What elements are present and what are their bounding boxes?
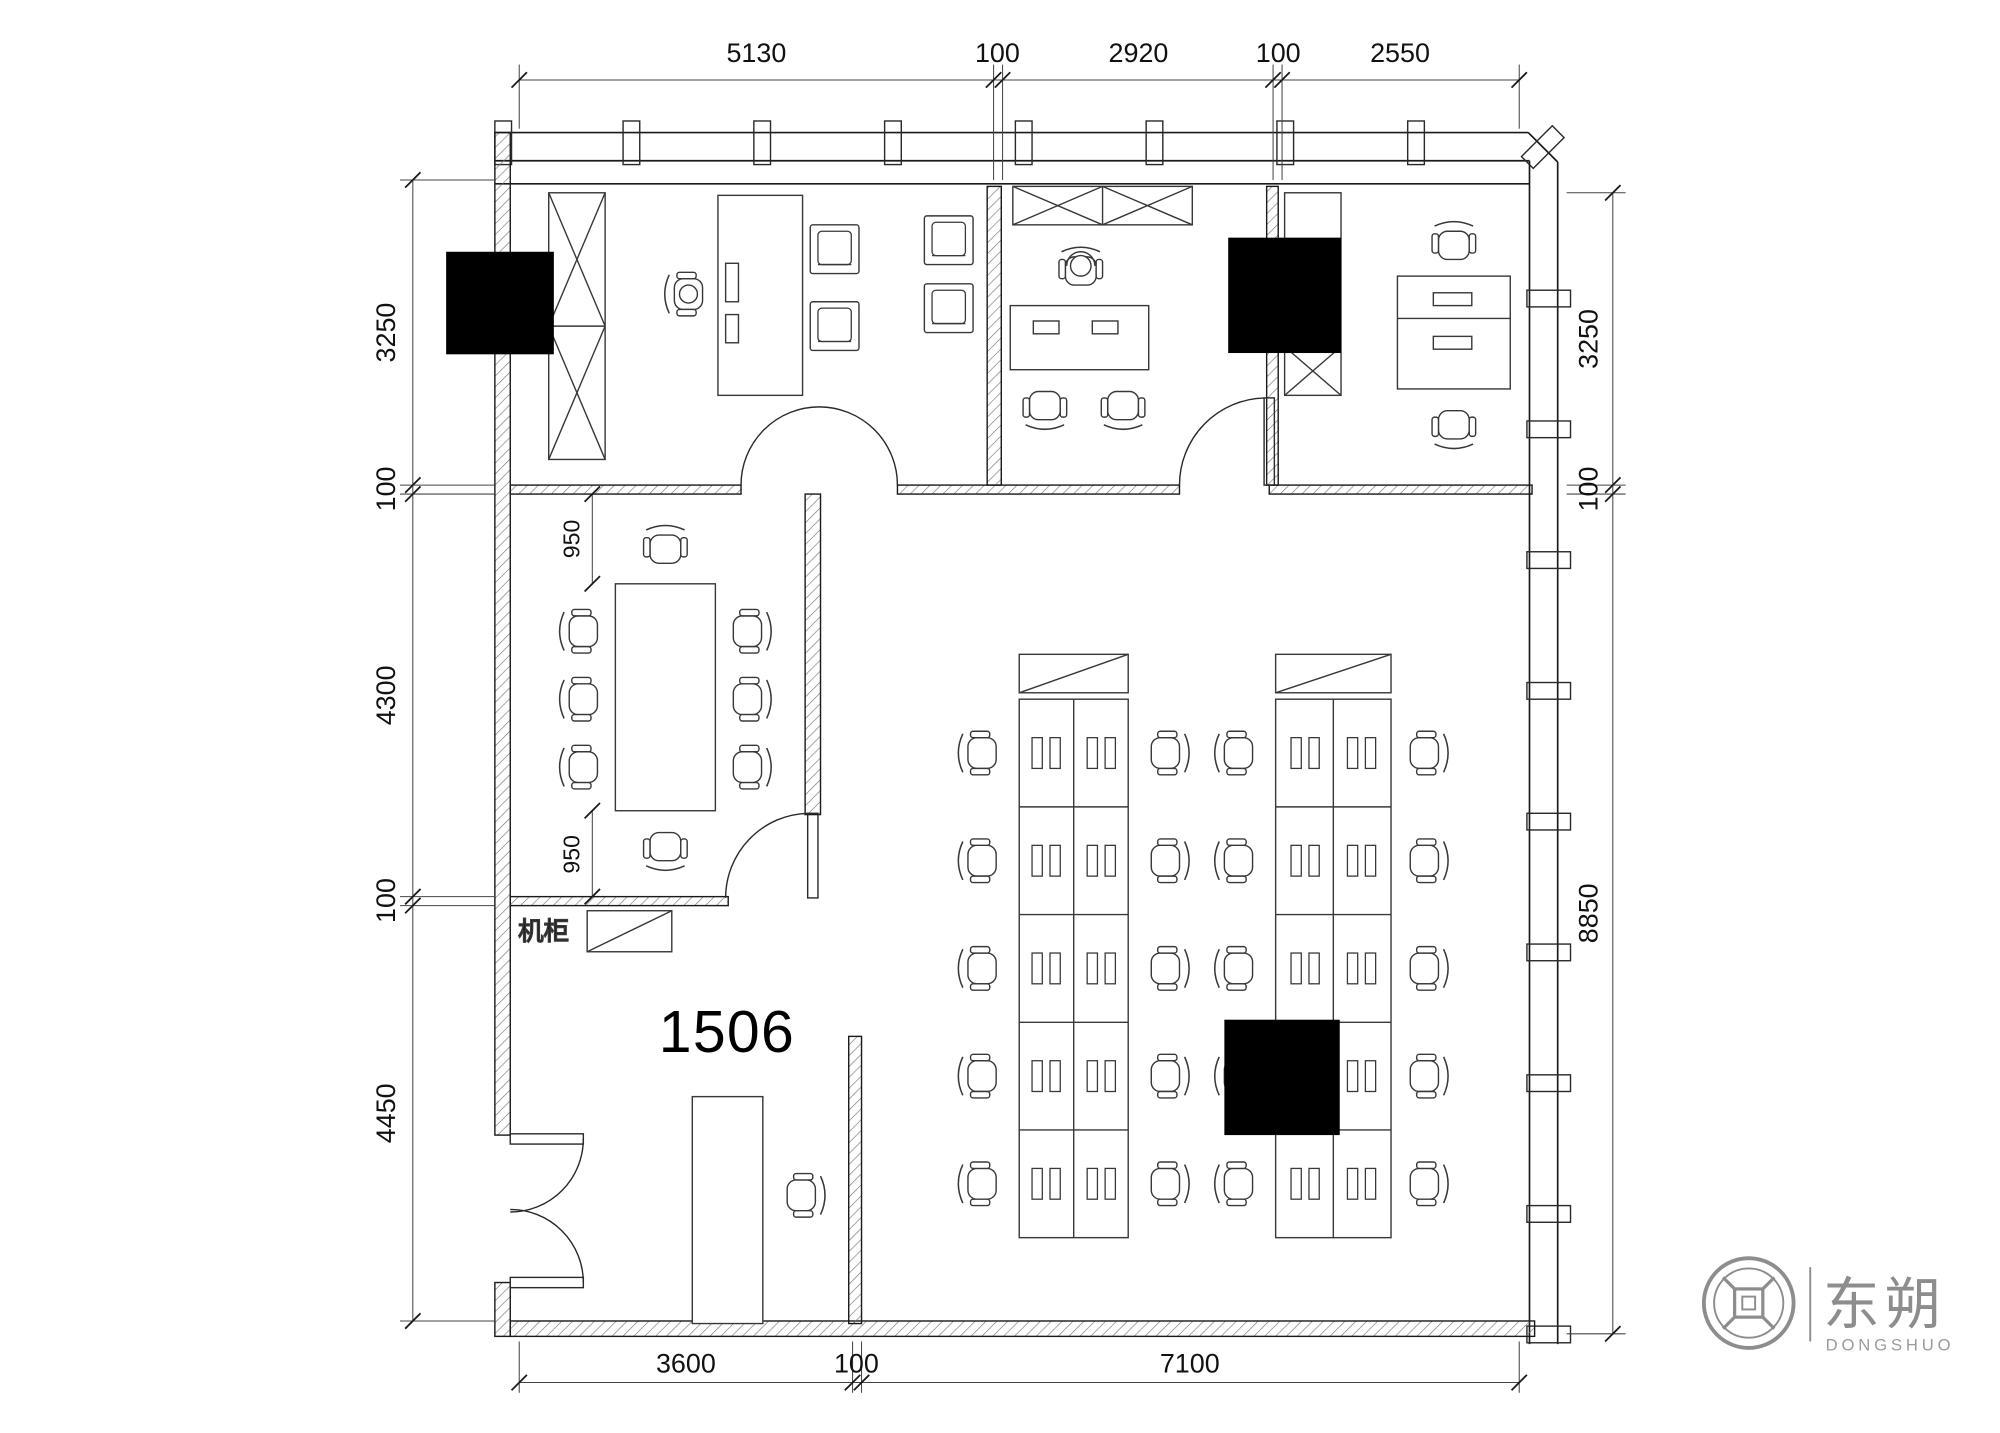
dim-label: 3250	[371, 303, 401, 363]
guest-chair	[809, 301, 860, 352]
desk-chair	[1150, 730, 1190, 776]
door-leaf-entry-top	[509, 1133, 585, 1145]
black-square	[1228, 237, 1342, 354]
desk-chair	[1213, 1161, 1254, 1207]
outer-walls	[494, 131, 1536, 1338]
desk-chair	[957, 1161, 997, 1207]
redaction-squares	[446, 237, 1342, 1136]
dim-label: 4450	[371, 1083, 401, 1143]
dim-label: 100	[371, 878, 401, 923]
dim-label: 5130	[726, 38, 786, 68]
dim-label: 8850	[1573, 883, 1603, 943]
dim-label-meeting-top: 950	[558, 520, 584, 558]
doors	[509, 397, 1276, 1289]
dimension-bottom: 3600 100 7100	[510, 1341, 1528, 1393]
reception-chair	[786, 1172, 826, 1218]
dimension-right: 3250 100 8850	[1566, 184, 1626, 1343]
meeting-chair	[732, 608, 772, 654]
desk-chair	[957, 838, 997, 884]
sofa-chair	[923, 215, 974, 266]
meeting-chair	[642, 524, 688, 565]
window-band-right	[1526, 160, 1572, 1345]
desk-chair	[1213, 838, 1254, 884]
door-leaf-entry-bottom	[509, 1276, 585, 1289]
office-middle	[1009, 185, 1194, 431]
dim-label: 3250	[1573, 309, 1603, 369]
window-band-top	[494, 120, 1566, 185]
desk-chair	[1409, 945, 1449, 991]
door-arc-entry-bottom	[510, 1208, 585, 1283]
desk-chair	[1213, 945, 1254, 991]
desk-chair	[1150, 945, 1190, 991]
dim-label: 3600	[656, 1348, 716, 1378]
door-leaf-meeting	[806, 812, 819, 899]
dim-label: 100	[975, 38, 1020, 68]
dim-label: 100	[1573, 466, 1603, 511]
desk-chair	[1150, 838, 1190, 884]
dimension-meeting: 950 950	[558, 485, 601, 906]
reception-area	[691, 1095, 826, 1325]
server-cabinet-label: 机柜	[518, 917, 569, 946]
dim-label: 100	[1256, 38, 1301, 68]
door-leaf-office-right	[1263, 397, 1276, 486]
dim-label-meeting-bottom: 950	[558, 835, 584, 873]
desk-chair	[1409, 730, 1449, 776]
dimension-left: 3250 100 4300 100 4450	[371, 171, 495, 1330]
logo-name-cn: 东朔	[1823, 1273, 1946, 1336]
office-left	[548, 192, 974, 461]
black-square	[446, 251, 554, 355]
room-number: 1506	[659, 1000, 795, 1065]
dim-label: 2550	[1370, 38, 1430, 68]
desk-chair	[957, 1053, 997, 1099]
logo-mark-icon	[1701, 1256, 1796, 1350]
meeting-room	[558, 524, 772, 872]
office-chair	[1431, 409, 1477, 450]
sofa-chair	[923, 283, 974, 334]
desk-chair	[1409, 1161, 1449, 1207]
reception-desk	[691, 1095, 764, 1325]
black-square	[1224, 1019, 1340, 1136]
meeting-chair	[558, 608, 599, 654]
door-arc-meeting	[724, 812, 808, 898]
door-arc-entry-top	[510, 1138, 585, 1213]
door-arc-office-right	[1178, 397, 1265, 486]
exec-desk	[1009, 304, 1150, 371]
dim-label: 100	[834, 1348, 879, 1378]
logo-name-en: DONGSHUO	[1826, 1335, 1955, 1354]
conference-table	[614, 583, 717, 812]
dim-label: 7100	[1160, 1348, 1220, 1378]
dim-label: 100	[371, 466, 401, 511]
desk-chair	[957, 945, 997, 991]
open-office	[957, 653, 1449, 1239]
meeting-chair	[732, 744, 772, 790]
desk-chair	[1409, 838, 1449, 884]
meeting-chair	[558, 744, 599, 790]
meeting-chair	[732, 676, 772, 722]
server-cabinet: 机柜	[517, 910, 673, 953]
dim-label: 2920	[1109, 38, 1169, 68]
meeting-chair	[642, 831, 688, 872]
office-chair	[1431, 220, 1477, 261]
dim-label: 4300	[371, 665, 401, 725]
guest-chair	[809, 224, 860, 275]
desk-chair	[1213, 730, 1254, 776]
door-arc-office-left	[740, 406, 899, 486]
desk-chair	[1409, 1053, 1449, 1099]
logo: 东朔 DONGSHUO	[1701, 1256, 1955, 1354]
meeting-chair	[558, 676, 599, 722]
guest-chair	[1022, 390, 1068, 431]
desk-chair	[1150, 1053, 1190, 1099]
guest-chair	[1100, 390, 1146, 431]
dimension-top: 5130 100 2920 100 2550	[510, 38, 1528, 180]
desk-chair	[1150, 1161, 1190, 1207]
desk-chair	[957, 730, 997, 776]
